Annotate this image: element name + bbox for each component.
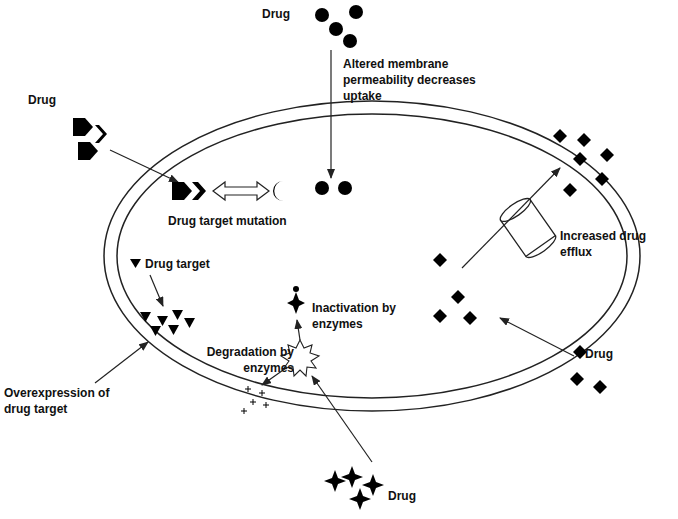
mechanism-label: Inactivation by enzymes [312, 300, 422, 332]
mechanism-label: Increased drug efflux [560, 228, 665, 260]
mechanism-label: Overexpression of drug target [4, 385, 134, 417]
mechanism-label: Drug [262, 6, 302, 22]
mechanism-label: Drug [388, 488, 428, 504]
mechanism-label: Drug target mutation [168, 213, 318, 229]
mechanism-label: Drug target [145, 256, 235, 272]
mechanism-label: Drug [28, 92, 68, 108]
mechanism-label: Drug [585, 346, 625, 362]
mechanism-label: Degradation by enzymes [190, 344, 294, 376]
mechanism-label: Altered membrane permeability decreases … [343, 56, 493, 105]
